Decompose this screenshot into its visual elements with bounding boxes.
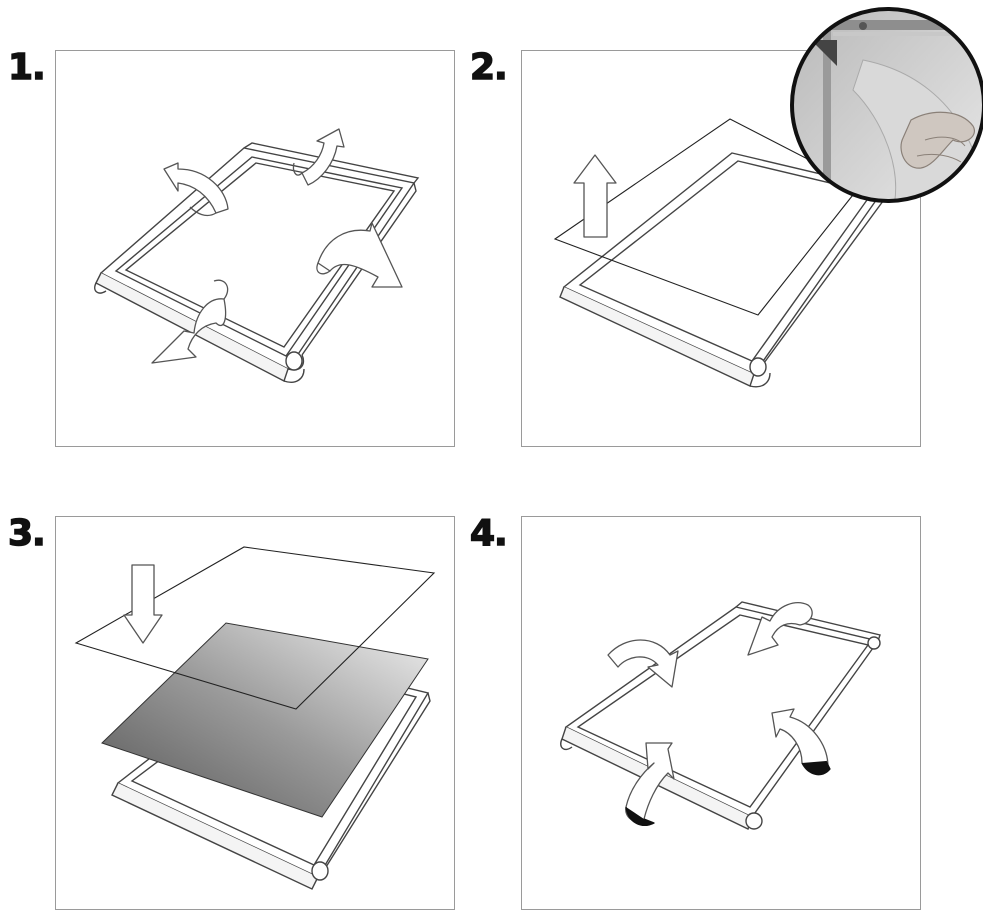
rotation-arrow-icon [151, 279, 229, 364]
rotation-arrow-icon [771, 708, 831, 776]
snap-frame [559, 152, 887, 388]
step-4-number: 4. [469, 513, 508, 554]
rotation-arrow-icon [292, 128, 345, 186]
step-2-illustration [553, 118, 887, 388]
rotation-arrow-icon [747, 602, 813, 656]
rotation-arrow-icon [163, 162, 229, 217]
step-3-number: 3. [7, 513, 46, 554]
rotation-arrow-icon [607, 639, 679, 688]
snap-frame-closed [560, 601, 881, 830]
step-2-number: 2. [469, 47, 508, 88]
step-4-panel [521, 516, 921, 910]
step-3-panel [55, 516, 455, 910]
step-3-illustration [74, 546, 436, 890]
insert-arrow-icon [123, 564, 163, 644]
step-4-illustration [560, 601, 881, 830]
step-1-number: 1. [7, 47, 46, 88]
protective-film-sheet [74, 546, 436, 710]
step-1-illustration [94, 128, 420, 383]
rotation-arrow-icon [625, 742, 675, 826]
step-1-panel [55, 50, 455, 447]
rotation-arrow-icon [316, 222, 403, 288]
poster-sheet [101, 622, 429, 818]
lift-arrow-icon [573, 154, 617, 238]
inset-closeup-photo [790, 7, 983, 203]
